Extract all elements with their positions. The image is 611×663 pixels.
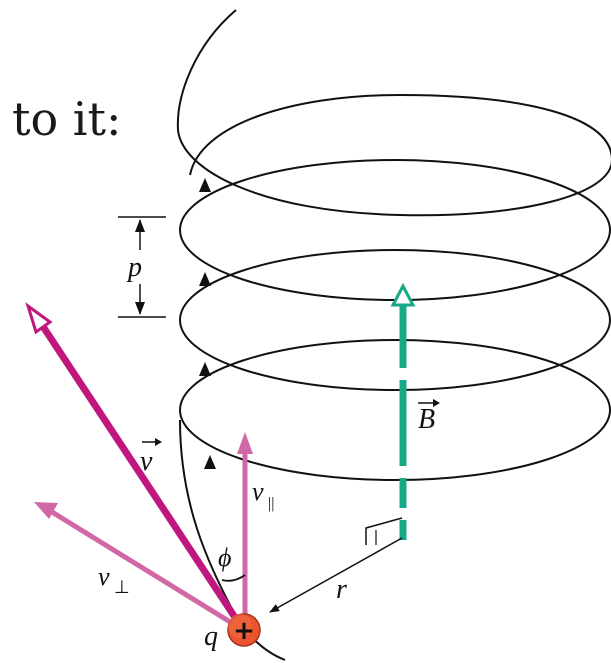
pitch-dimension [118,216,166,318]
helix-turn-1 [179,159,611,301]
charge-sign: + [233,616,255,646]
charge-particle [227,613,261,647]
v-perp-label: v [98,562,110,591]
v-parallel-vector [237,432,253,630]
field-vector-b [390,282,416,540]
radius-label: r [336,574,347,605]
helix-direction-markers [199,178,216,469]
helix-arrow-2 [199,272,211,286]
helix-arrow-3 [199,362,211,376]
pitch-label: p [126,252,142,283]
charge-label: q [204,621,218,652]
field-label: B [418,404,435,435]
helix-arrow-4 [204,455,216,469]
v-parallel-subscript: || [268,495,274,512]
v-perp-subscript: ⊥ [114,577,130,597]
v-perp-vector [34,502,242,631]
helix-tail [179,419,286,661]
helix-arrow-1 [199,178,211,192]
helix-turn-top [176,9,611,217]
angle-arc [221,574,246,582]
v-parallel-label: v [252,477,264,506]
angle-label: ϕ [218,543,231,572]
helix-turn-2 [179,249,611,391]
velocity-label: v [140,446,153,477]
field-label-overarrow [418,399,440,407]
right-angle-marker [365,517,403,545]
velocity-vector [25,302,245,630]
helix-turn-3 [179,339,611,481]
velocity-label-overarrow [142,438,162,446]
caption-text: to it: [12,92,122,146]
radius-line [269,537,403,613]
